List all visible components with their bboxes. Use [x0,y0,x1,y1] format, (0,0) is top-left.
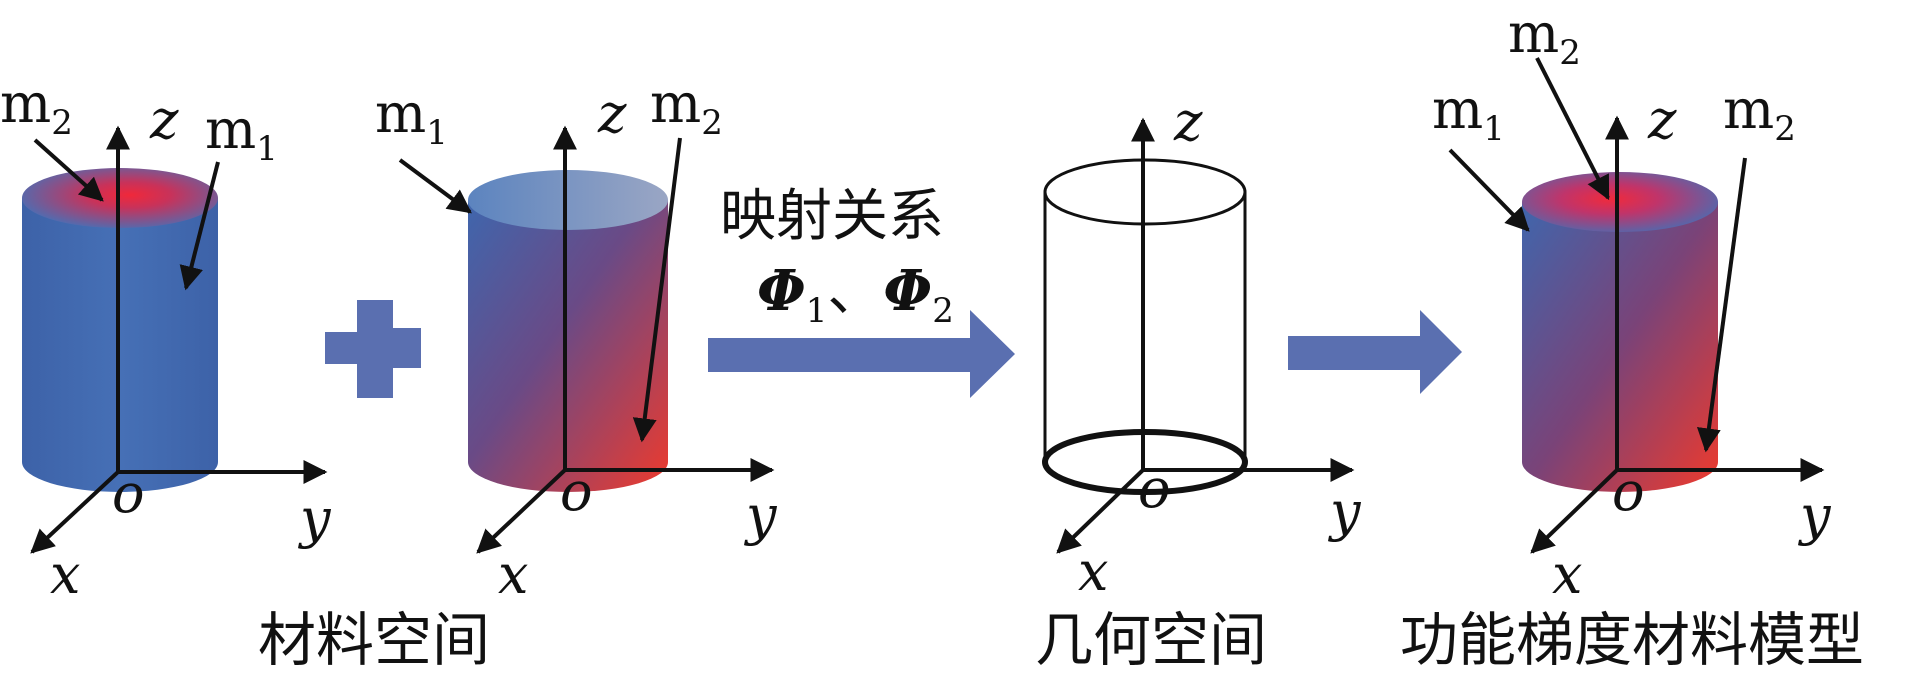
cylinder-4-top [1522,172,1718,232]
axis-label-x: x [1552,543,1582,606]
x-axis [1056,468,1145,554]
cylinder-fgm-model [1522,172,1718,492]
caption-fgm-model: 功能梯度材料模型 [1400,606,1864,674]
cylinder-2-body [468,200,668,492]
m1-pointer-arrow [179,161,220,291]
plus-icon-vertical [357,300,389,398]
axis-label-z: z [1173,90,1203,153]
m2-pointer-arrow [632,137,682,443]
caption-geometry-space: 几何空间 [1035,606,1267,674]
axis-label-z: z [149,88,179,151]
axis-label-z: z [597,82,627,145]
x-axis [1530,468,1619,554]
axis-label-origin: o [112,462,145,525]
label-m2-side: m2 [1723,78,1796,149]
m1-pointer-arrow [1448,148,1530,232]
axis-label-origin: o [560,460,593,523]
m2-top-pointer-arrow [1535,57,1610,201]
label-m2: m2 [650,72,723,143]
cylinder-material-2 [468,170,668,492]
m1-pointer-arrow [398,158,472,214]
mapping-functions: Φ1、Φ2 [757,258,954,331]
result-arrow-icon [1288,310,1462,394]
axis-label-y: y [744,484,778,547]
m2-pointer-arrow [33,138,104,202]
label-m1: m1 [1432,78,1505,149]
axis-label-x: x [50,543,80,606]
axis-label-x: x [498,543,528,606]
m2-side-pointer-arrow [1696,157,1747,453]
axis-label-x: x [1078,540,1108,603]
axis-label-y: y [298,487,332,550]
mapping-arrow-icon [708,310,1015,398]
label-m1: m1 [375,82,448,153]
axis-label-y: y [1798,484,1832,547]
cylinder-4-body [1522,202,1718,492]
axis-label-y: y [1328,480,1362,543]
x-axis [476,468,567,554]
cylinder-2-top [468,170,668,230]
label-m2: m2 [0,72,73,143]
axes-4 [1530,115,1825,554]
mapping-title: 映射关系 [720,184,944,249]
x-axis [30,470,120,554]
caption-material-space: 材料空间 [258,606,490,674]
label-m1: m1 [205,98,278,169]
axis-label-origin: o [1138,457,1171,520]
axes-1 [30,125,328,554]
axis-label-origin: o [1612,460,1645,523]
axes-3 [1056,117,1355,554]
axis-label-z: z [1647,88,1677,151]
label-m2-top: m2 [1508,2,1581,73]
axes-2 [476,125,775,554]
